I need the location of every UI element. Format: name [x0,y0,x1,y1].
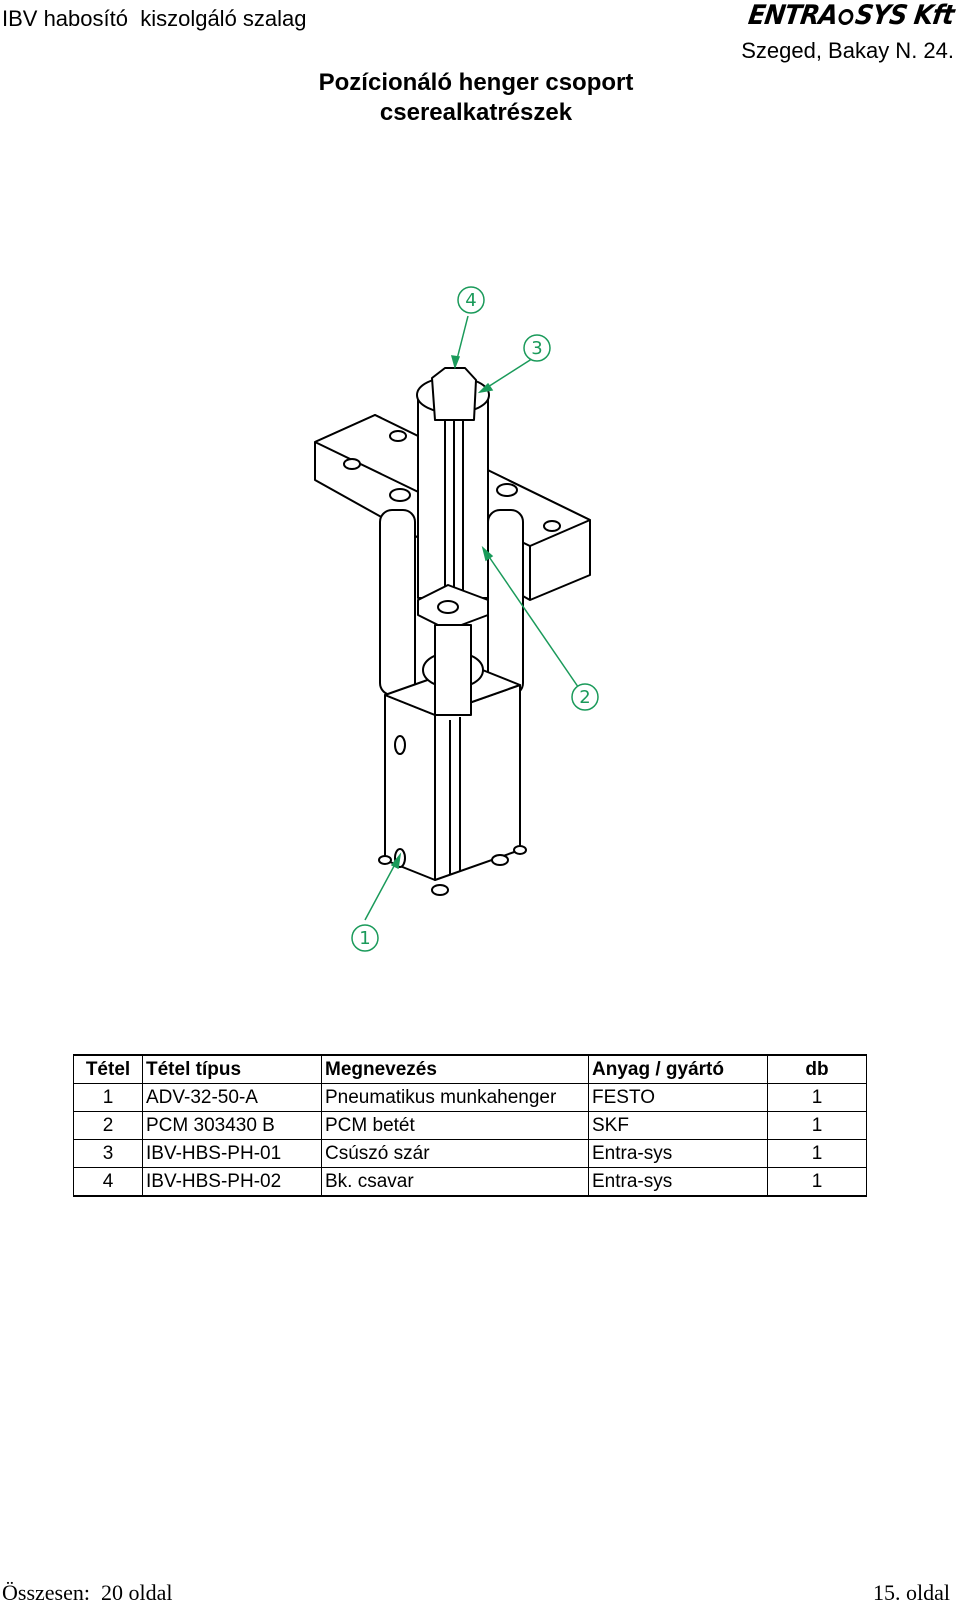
page-title-line1: Pozícionáló henger csoport [318,69,634,96]
cell-name: Bk. csavar [321,1167,589,1197]
cell-type: IBV-HBS-PH-02 [142,1167,322,1197]
cell-item: 1 [73,1083,143,1112]
callout-label-2: 2 [579,687,590,708]
plate-hole [389,430,407,442]
cell-type: ADV-32-50-A [142,1083,322,1112]
piston-rod [434,624,472,716]
logo-dot-icon [838,8,856,25]
cell-material: Entra-sys [588,1167,768,1197]
cell-name: Csúszó szár [321,1139,589,1168]
cell-material: FESTO [588,1083,768,1112]
logo-left-text: ENTRA [746,0,840,31]
cell-qty: 1 [767,1111,867,1140]
cell-type: PCM 303430 B [142,1111,322,1140]
cell-name: Pneumatikus munkahenger [321,1083,589,1112]
callout-label-4: 4 [465,290,476,311]
page-title: Pozícionáló henger csoport cserealkatrés… [276,68,676,128]
company-address: Szeged, Bakay N. 24. [741,38,954,63]
table-row: 1 ADV-32-50-A Pneumatikus munkahenger FE… [73,1083,867,1112]
callout-label-3: 3 [531,338,542,359]
table-row: 2 PCM 303430 B PCM betét SKF 1 [73,1111,867,1140]
plate-screw [496,483,518,497]
plate-hole [343,458,361,470]
port-hole [394,735,406,755]
page-number: 15. oldal [873,1580,950,1605]
table-row: 4 IBV-HBS-PH-02 Bk. csavar Entra-sys 1 [73,1167,867,1197]
cell-qty: 1 [767,1167,867,1197]
table-row: 3 IBV-HBS-PH-01 Csúszó szár Entra-sys 1 [73,1139,867,1168]
cylinder-assembly-drawing: 1 2 3 4 [314,286,599,952]
cell-name: PCM betét [321,1111,589,1140]
callout-circle-1 [351,924,379,952]
guide-rod-right [487,509,524,696]
header-item: Tétel [73,1055,143,1084]
logo-right-text: SYS Kft [853,0,956,31]
header-material: Anyag / gyártó [588,1055,768,1084]
cell-qty: 1 [767,1139,867,1168]
table-header-row: Tétel Tétel típus Megnevezés Anyag / gyá… [73,1055,867,1084]
company-logo: ENTRA SYS Kft [747,0,956,31]
callout-circle-4 [457,286,485,314]
header-item-type: Tétel típus [142,1055,322,1084]
cell-material: SKF [588,1111,768,1140]
cell-item: 4 [73,1167,143,1197]
callout-circle-2 [571,683,599,711]
cell-type: IBV-HBS-PH-01 [142,1139,322,1168]
document-title: IBV habosító kiszolgáló szalag [2,6,307,31]
parts-table: Tétel Tétel típus Megnevezés Anyag / gyá… [73,1054,867,1197]
guide-rod-left [379,509,416,696]
cell-qty: 1 [767,1083,867,1112]
cell-item: 2 [73,1111,143,1140]
header-qty: db [767,1055,867,1084]
cell-material: Entra-sys [588,1139,768,1168]
cell-item: 3 [73,1139,143,1168]
total-pages: Összesen: 20 oldal [2,1580,173,1605]
clamp-screw [437,600,459,614]
callout-label-1: 1 [359,928,370,949]
plate-hole [543,520,561,532]
callout-circle-3 [523,334,551,362]
header-name: Megnevezés [321,1055,589,1084]
cylinder-body [384,694,436,881]
plate-screw [389,488,411,502]
page-title-line2: cserealkatrészek [379,99,573,126]
rod-head [431,367,477,421]
